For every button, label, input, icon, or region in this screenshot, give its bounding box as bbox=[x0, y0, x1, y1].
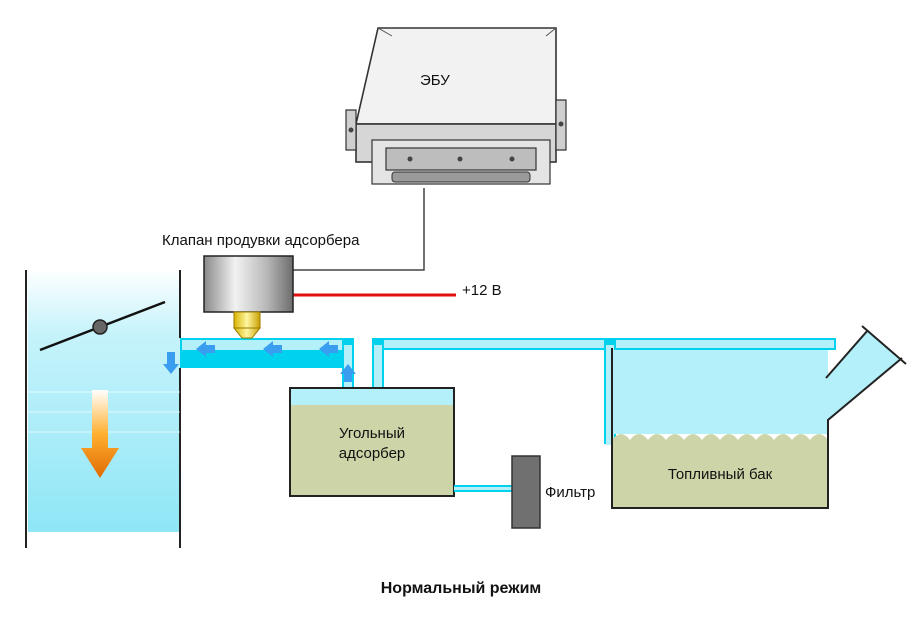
flow-arrow-left bbox=[319, 341, 338, 357]
mode-caption: Нормальный режим bbox=[380, 580, 542, 597]
flow-arrow-left bbox=[196, 341, 215, 357]
charcoal-canister bbox=[289, 387, 455, 497]
throttle-plate bbox=[39, 300, 166, 352]
wiring bbox=[293, 188, 456, 297]
flow-arrow-left bbox=[263, 341, 282, 357]
purge-valve bbox=[203, 255, 294, 339]
purge-valve-label: Клапан продувки адсорбера bbox=[162, 232, 360, 249]
canister-label-line2: адсорбер bbox=[338, 445, 406, 462]
ecu-unit bbox=[345, 27, 567, 185]
canister-label: Угольный адсорбер bbox=[292, 424, 452, 464]
intake-airflow-arrow bbox=[81, 390, 119, 478]
flow-arrow-up bbox=[340, 364, 356, 382]
canister-label-line1: Угольный bbox=[338, 425, 406, 442]
filter bbox=[511, 455, 541, 529]
signal-wire bbox=[293, 188, 425, 271]
fuel-tank bbox=[611, 325, 907, 509]
flow-arrow-down bbox=[163, 352, 179, 374]
ecu-label: ЭБУ bbox=[420, 72, 450, 89]
filter-label: Фильтр bbox=[545, 484, 596, 501]
power-label: +12 В bbox=[462, 282, 502, 299]
filter-line bbox=[454, 485, 514, 492]
flow-arrows bbox=[163, 341, 356, 382]
fuel-tank-label: Топливный бак bbox=[667, 466, 773, 483]
vent-line-tank bbox=[372, 338, 836, 445]
